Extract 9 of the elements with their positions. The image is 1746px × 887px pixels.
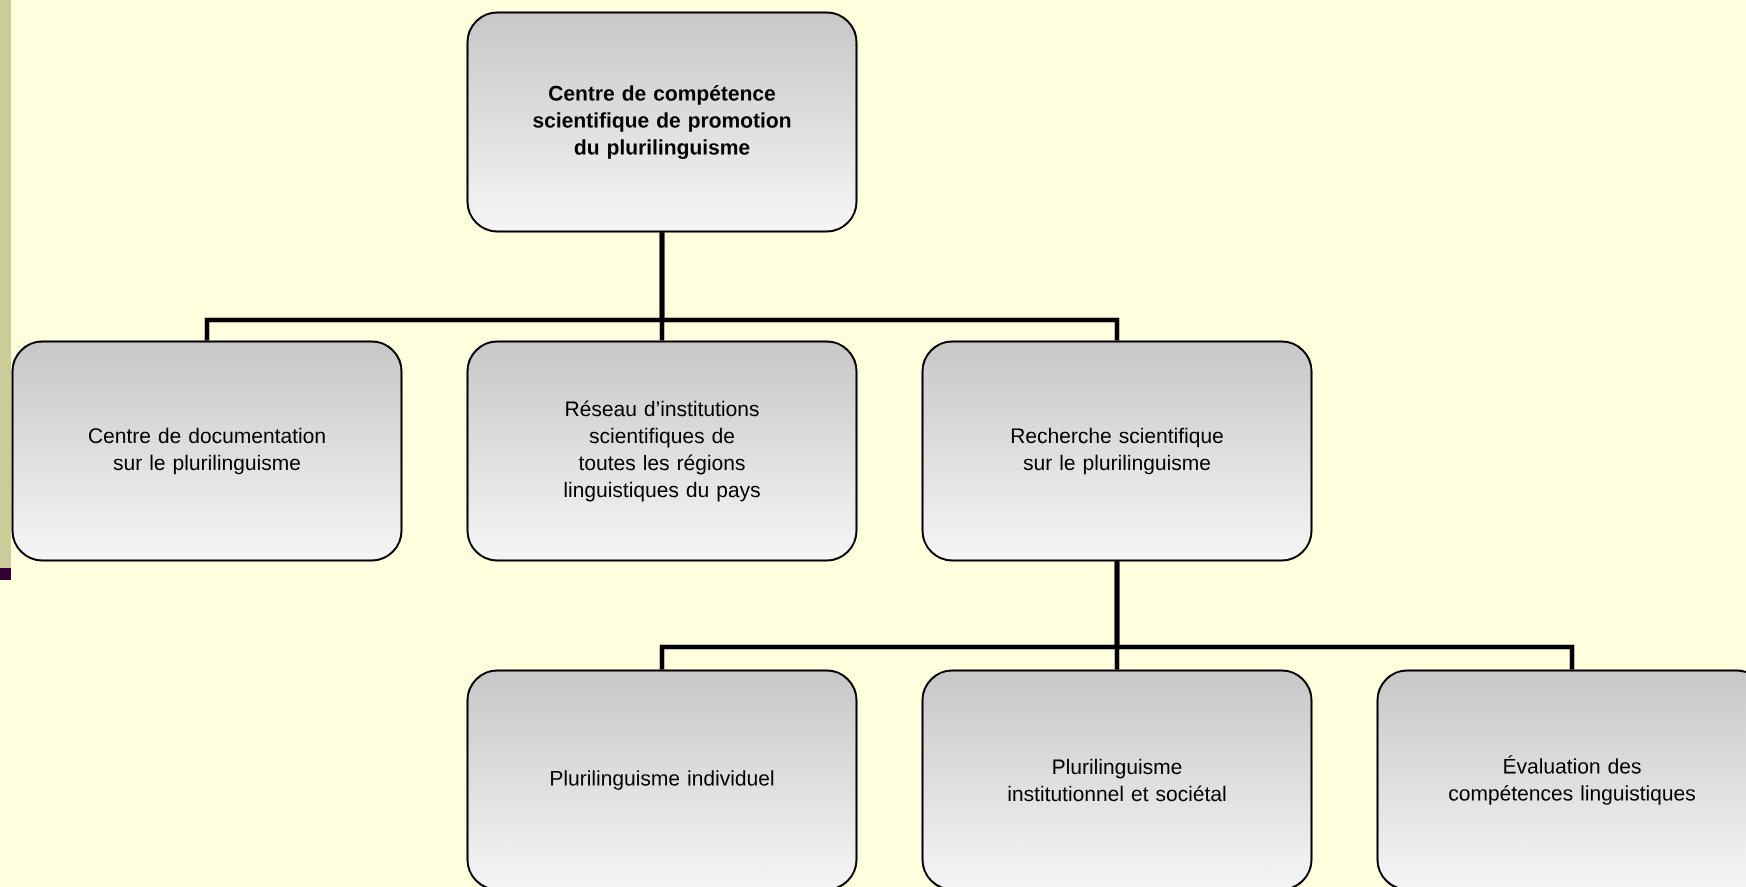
connector	[1114, 561, 1575, 670]
process-box: Centre de compétence scientifique de promotion du plurilinguisme	[466, 11, 858, 233]
process-box: Centre de documentation sur le plurilinguisme	[11, 340, 403, 562]
process-box: Réseau d’institutions scientifiques de toutes les régions linguistiques du pays	[466, 340, 858, 562]
process-box: Recherche scientifique sur le plurilinguisme	[921, 340, 1313, 562]
process-box: Évaluation des compétences linguistiques	[1376, 669, 1746, 887]
process-box: Plurilinguisme institutionnel et sociétal	[921, 669, 1313, 887]
process-box: Plurilinguisme individuel	[466, 669, 858, 887]
connector	[659, 232, 1120, 341]
